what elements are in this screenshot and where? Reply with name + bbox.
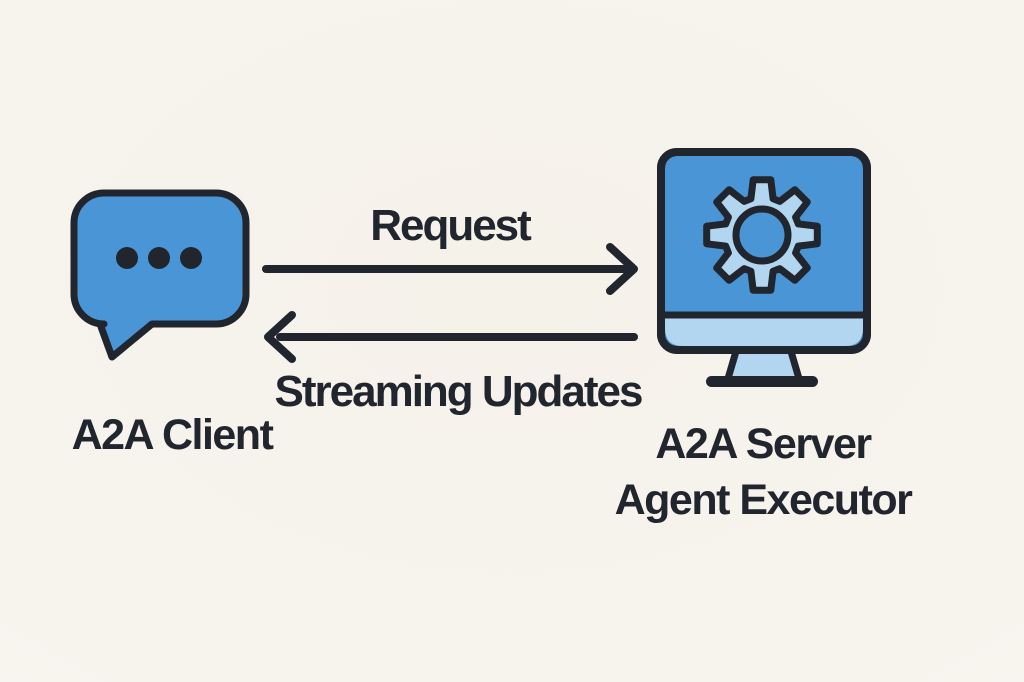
streaming-arrow <box>264 311 638 363</box>
streaming-arrowhead <box>264 311 296 363</box>
bubble-dot-2 <box>148 247 170 269</box>
gear-center-hole <box>732 205 792 265</box>
monitor-frame-outline <box>657 148 871 354</box>
request-arrowhead <box>606 243 638 295</box>
streaming-arrow-label: Streaming Updates <box>274 367 644 416</box>
client-label: A2A Client <box>71 411 274 459</box>
server-label-line2: Agent Executor <box>614 476 913 524</box>
bubble-dot-1 <box>116 247 138 269</box>
server-label: A2A Server Agent Executor <box>603 416 923 528</box>
chat-bubble-icon <box>70 189 250 361</box>
server-label-line1: A2A Server <box>655 420 872 468</box>
monitor-chin <box>665 315 863 346</box>
request-arrow <box>262 243 638 295</box>
monitor-gear-icon <box>657 148 871 387</box>
monitor-base <box>706 376 818 387</box>
chat-bubble-body <box>70 189 250 361</box>
bubble-dot-3 <box>180 247 202 269</box>
request-arrow-label: Request <box>370 201 532 250</box>
